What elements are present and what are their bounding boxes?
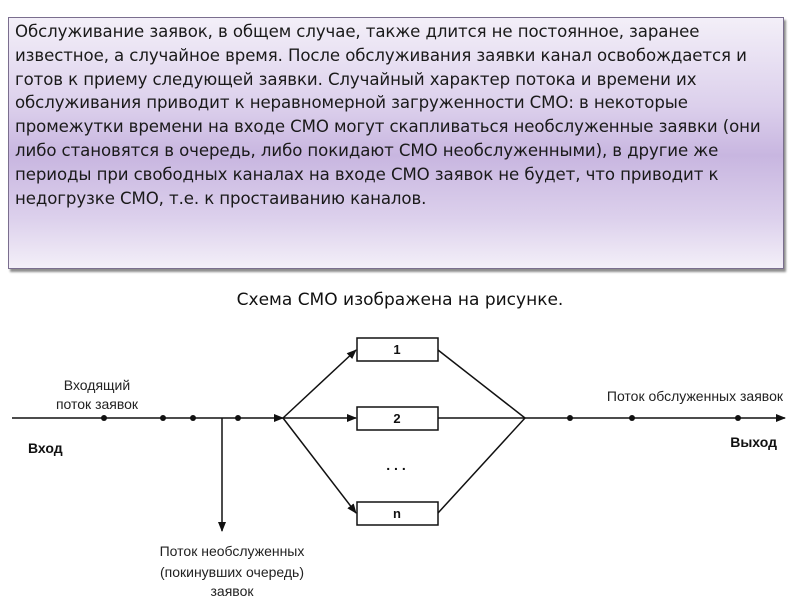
request-dot xyxy=(101,415,107,421)
caption: Схема СМО изображена на рисунке. xyxy=(236,290,564,310)
channel-label-n: n xyxy=(393,506,401,521)
branch-1 xyxy=(282,349,357,419)
channel-label-2: 2 xyxy=(393,411,400,426)
merge-1 xyxy=(437,349,526,419)
unserved-label-3: заявок xyxy=(211,583,255,599)
served-dot xyxy=(629,415,635,421)
served-flow-label: Поток обслуженных заявок xyxy=(607,388,784,404)
unserved-label-2: (покинувших очередь) xyxy=(160,564,304,580)
served-dot xyxy=(735,415,741,421)
incoming-label-1: Входящий xyxy=(64,377,130,393)
output-label: Выход xyxy=(730,434,777,450)
ellipsis: . . . xyxy=(386,457,405,473)
channel-box-2 xyxy=(356,406,439,431)
branch-n xyxy=(282,417,357,514)
unserved-label-1: Поток необслуженных xyxy=(160,543,305,559)
request-dot xyxy=(160,415,166,421)
input-label: Вход xyxy=(28,440,63,456)
incoming-label-2: поток заявок xyxy=(56,396,139,412)
channel-label-1: 1 xyxy=(393,342,400,357)
request-dot xyxy=(235,415,241,421)
served-dot xyxy=(567,415,573,421)
request-dot xyxy=(190,415,196,421)
paragraph: Обслуживание заявок, в общем случае, так… xyxy=(15,22,761,208)
merge-n xyxy=(437,417,526,514)
channel-box-1 xyxy=(356,337,439,362)
channel-box-n xyxy=(356,501,439,526)
text-box: Обслуживание заявок, в общем случае, так… xyxy=(8,17,784,269)
